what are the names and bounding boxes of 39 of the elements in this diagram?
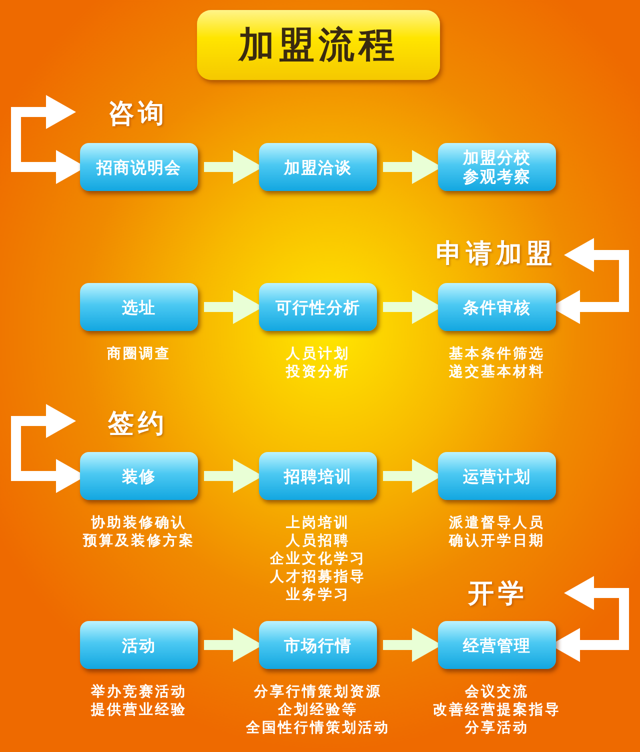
process-box: 活动 xyxy=(80,621,198,669)
stage-heading: 申请加盟 xyxy=(436,238,556,271)
description-text: 分享行情策划资源 xyxy=(254,683,382,701)
process-box: 招聘培训 xyxy=(259,452,377,500)
process-box: 加盟洽谈 xyxy=(259,143,377,191)
process-box: 经营管理 xyxy=(438,621,556,669)
title-banner: 加盟流程 xyxy=(197,10,440,80)
description-text: 人才招募指导 xyxy=(270,568,366,586)
description-text: 分享活动 xyxy=(465,719,529,737)
description-text: 人员计划 xyxy=(286,345,350,363)
description-text: 基本条件筛选 xyxy=(449,345,545,363)
stage-heading: 签约 xyxy=(108,408,168,441)
description-text: 派遣督导人员 xyxy=(449,514,545,532)
description-text: 投资分析 xyxy=(286,363,350,381)
description-text: 商圈调查 xyxy=(107,345,171,363)
process-box: 加盟分校参观考察 xyxy=(438,143,556,191)
description-text: 递交基本材料 xyxy=(449,363,545,381)
stage-heading: 开学 xyxy=(468,578,528,611)
description-text: 会议交流 xyxy=(465,683,529,701)
description-text: 提供营业经验 xyxy=(91,701,187,719)
process-box: 装修 xyxy=(80,452,198,500)
process-box: 条件审核 xyxy=(438,283,556,331)
process-box: 市场行情 xyxy=(259,621,377,669)
stage-heading: 咨询 xyxy=(108,98,168,131)
description-text: 企划经验等 xyxy=(278,701,358,719)
description-text: 协助装修确认 xyxy=(91,514,187,532)
description-text: 企业文化学习 xyxy=(270,550,366,568)
description-text: 确认开学日期 xyxy=(449,532,545,550)
description-text: 上岗培训 xyxy=(286,514,350,532)
process-box: 招商说明会 xyxy=(80,143,198,191)
description-text: 改善经营提案指导 xyxy=(433,701,561,719)
description-text: 人员招聘 xyxy=(286,532,350,550)
description-text: 全国性行情策划活动 xyxy=(246,719,390,737)
description-text: 预算及装修方案 xyxy=(83,532,195,550)
description-text: 业务学习 xyxy=(286,586,350,604)
process-box: 选址 xyxy=(80,283,198,331)
process-box: 运营计划 xyxy=(438,452,556,500)
description-text: 举办竞赛活动 xyxy=(91,683,187,701)
process-box: 可行性分析 xyxy=(259,283,377,331)
